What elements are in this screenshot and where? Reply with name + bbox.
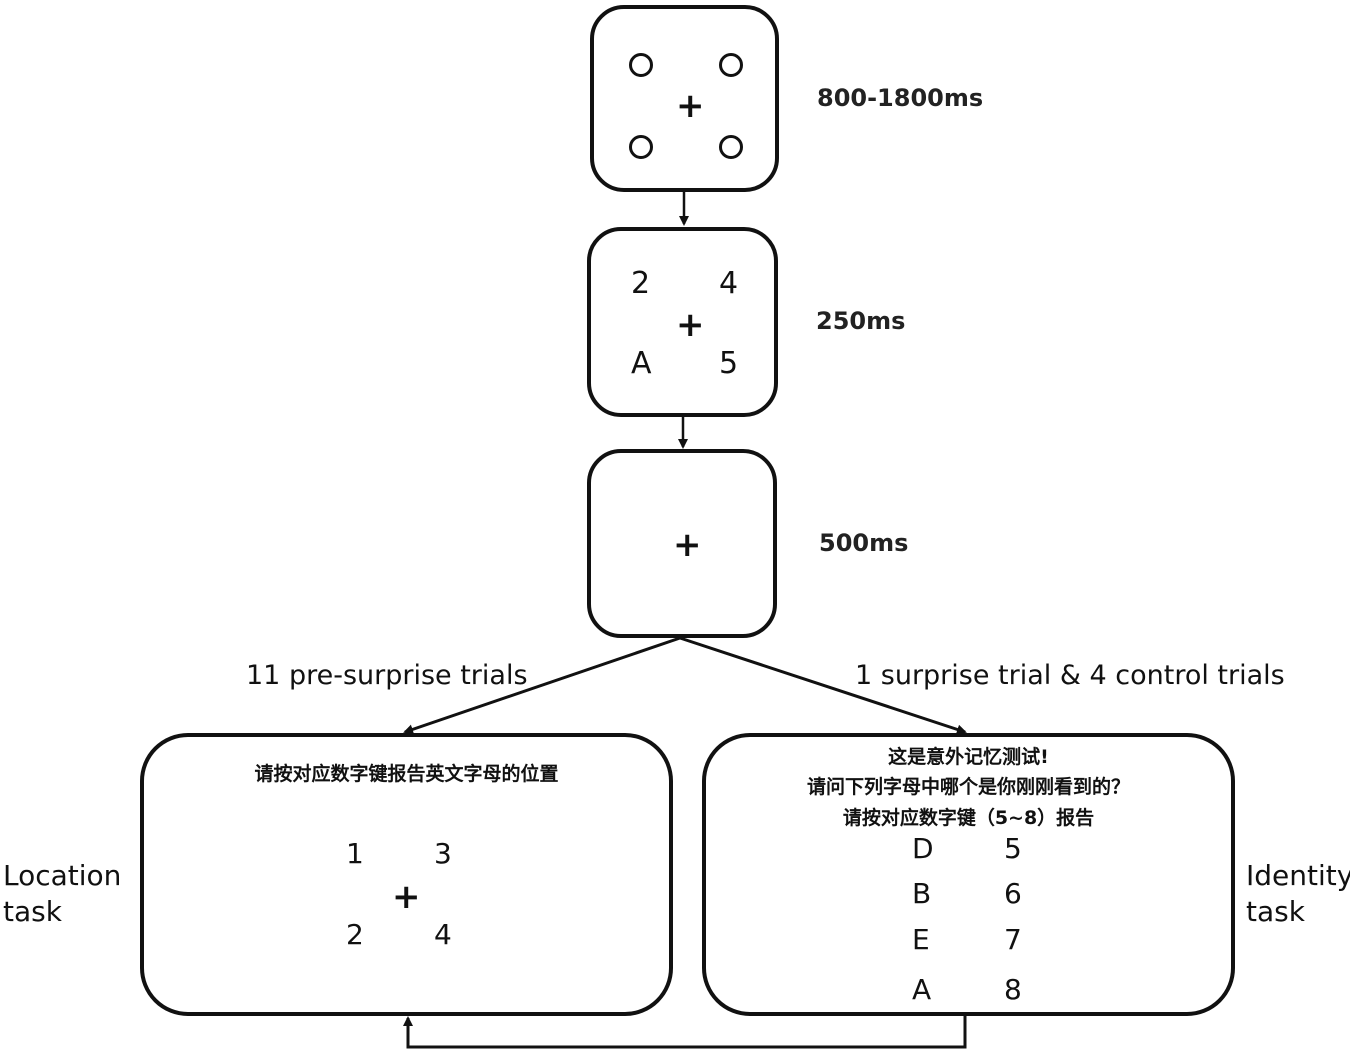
position-number-br: 4 [434, 918, 452, 951]
memory-duration: 250ms [816, 307, 906, 335]
memory-array-screen: 2 4 + A 5 [587, 227, 778, 417]
fixation-cross: + [673, 525, 702, 565]
identity-line-1: 这是意外记忆测试! [888, 746, 1049, 768]
arrow-to-location-task [403, 636, 681, 735]
placeholder-circle-bl [629, 135, 653, 159]
position-number-tr: 3 [434, 837, 452, 870]
position-number-tl: 1 [346, 837, 364, 870]
fixation-screen: + [590, 5, 779, 192]
fixation-cross: + [392, 877, 421, 917]
item-top-right: 4 [719, 266, 739, 301]
arrow-loop-back [403, 1015, 967, 1049]
option-letter-3: E [912, 923, 930, 956]
option-key-4: 8 [1004, 973, 1022, 1006]
identity-task-label: Identity task [1246, 859, 1350, 928]
option-key-3: 7 [1004, 923, 1022, 956]
location-instruction: 请按对应数字键报告英文字母的位置 [254, 763, 559, 785]
item-bottom-left: A [631, 346, 652, 381]
option-letter-2: B [912, 877, 932, 910]
item-top-left: 2 [631, 266, 651, 301]
placeholder-circle-br [719, 135, 743, 159]
position-number-bl: 2 [346, 918, 364, 951]
fixation-duration: 800-1800ms [817, 84, 984, 112]
item-bottom-right: 5 [719, 346, 739, 381]
identity-task-screen: 这是意外记忆测试! 请问下列字母中哪个是你刚刚看到的？ 请按对应数字键（5~8）… [702, 733, 1235, 1016]
location-task-label: Location task [3, 859, 122, 928]
branch-label-pre-surprise: 11 pre-surprise trials [246, 660, 528, 691]
identity-line-2: 请问下列字母中哪个是你刚刚看到的？ [806, 776, 1130, 798]
arrow-to-identity-task [679, 636, 967, 735]
option-key-1: 5 [1004, 832, 1022, 865]
blank-screen: + [587, 449, 777, 638]
blank-duration: 500ms [819, 529, 909, 557]
option-key-2: 6 [1004, 877, 1022, 910]
identity-line-3: 请按对应数字键（5~8）报告 [842, 807, 1095, 829]
branch-label-surprise: 1 surprise trial & 4 control trials [855, 660, 1285, 691]
fixation-cross: + [676, 305, 705, 345]
placeholder-circle-tr [719, 53, 743, 77]
option-letter-1: D [912, 832, 934, 865]
placeholder-circle-tl [629, 53, 653, 77]
fixation-cross: + [676, 86, 705, 126]
location-task-screen: 请按对应数字键报告英文字母的位置 1 3 + 2 4 [140, 733, 673, 1016]
option-letter-4: A [912, 973, 932, 1006]
